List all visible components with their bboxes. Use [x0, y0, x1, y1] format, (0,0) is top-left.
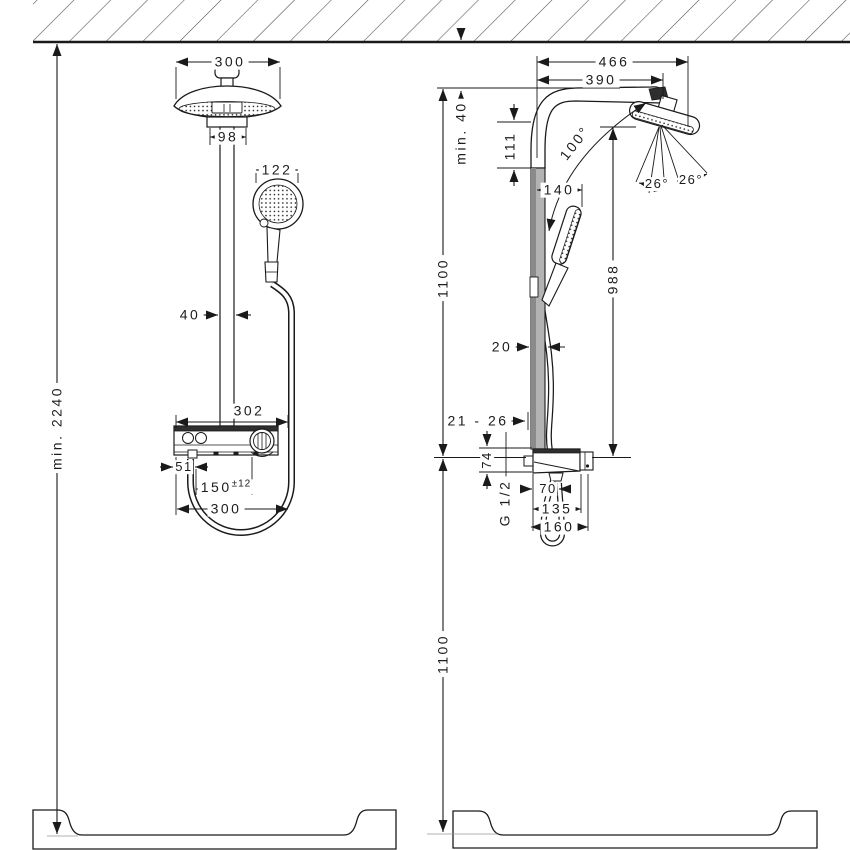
side-hose-outlet — [548, 472, 564, 482]
spray-angle-outer-label: 26° — [677, 172, 705, 188]
side-thermostat — [523, 448, 594, 482]
front-thermostat — [173, 425, 279, 459]
ceiling — [33, 0, 850, 44]
dim-valve-depth-label: 135 — [538, 501, 576, 517]
front-shower-tray — [32, 809, 397, 850]
front-hand-shower — [252, 178, 304, 283]
spray-angle-inner-label: 26° — [643, 176, 671, 192]
side-shower-pipe — [529, 167, 546, 450]
front-view — [32, 65, 397, 850]
side-shower-tray — [427, 810, 818, 849]
dim-total-reach-label: 466 — [595, 54, 633, 70]
front-temp-dial — [249, 428, 275, 457]
dim-ceiling-clearance-label: min. 40 — [453, 98, 469, 168]
front-shower-head — [173, 85, 282, 119]
dim-handshower-width-label: 122 — [258, 162, 296, 178]
dim-valve-top-width-label: 302 — [230, 403, 268, 419]
dim-head-width-label: 300 — [211, 54, 249, 70]
dim-valve-body-height-label: 74 — [479, 450, 495, 470]
dim-supply-spacing-label: 150±12 — [197, 478, 255, 495]
front-select-button — [195, 432, 207, 444]
dim-valve-body-height — [479, 431, 532, 489]
ceiling-hatch — [33, 0, 850, 41]
dimension-annotations — [52, 28, 708, 834]
front-hose-outlet — [187, 449, 198, 459]
connection-thread-label: G 1/2 — [497, 476, 513, 530]
front-arm-flange — [206, 116, 248, 128]
dim-valve-total-depth-label: 160 — [540, 519, 578, 535]
side-hand-shower — [541, 205, 582, 307]
dim-valve-width-label: 300 — [207, 501, 245, 517]
dim-handshower-reach-label: 140 — [540, 182, 578, 198]
dim-upper-section-height-label: 1100 — [435, 254, 451, 302]
dim-arm-angle-arc — [546, 102, 647, 232]
front-select-button — [182, 432, 194, 444]
dim-pipe-depth-label: 20 — [488, 339, 516, 355]
dim-head-offset-height — [497, 104, 531, 186]
dim-outlet-depth-label: 70 — [538, 481, 558, 497]
dim-wall-clearance-label: 21 - 26 — [444, 413, 512, 429]
front-shower-pipe — [219, 126, 235, 427]
dim-head-to-valve-height-label: 988 — [605, 260, 621, 298]
supply-spacing-tolerance: ±12 — [231, 478, 252, 490]
dim-arm-flange-width-label: 98 — [214, 129, 242, 145]
dim-valve-top-width — [175, 415, 289, 428]
side-shower-head — [628, 94, 701, 136]
dim-pipe-width-label: 40 — [176, 307, 204, 323]
dim-hose-outlet-offset-label: 51 — [174, 459, 194, 475]
dim-min-installation-height-label: min. 2240 — [49, 383, 65, 473]
supply-spacing-value: 150 — [200, 478, 232, 495]
dim-arm-reach-label: 390 — [582, 72, 620, 88]
dim-lower-section-height-label: 1100 — [435, 630, 451, 678]
dim-head-offset-height-label: 111 — [502, 128, 518, 164]
side-shower-arm — [530, 86, 666, 169]
